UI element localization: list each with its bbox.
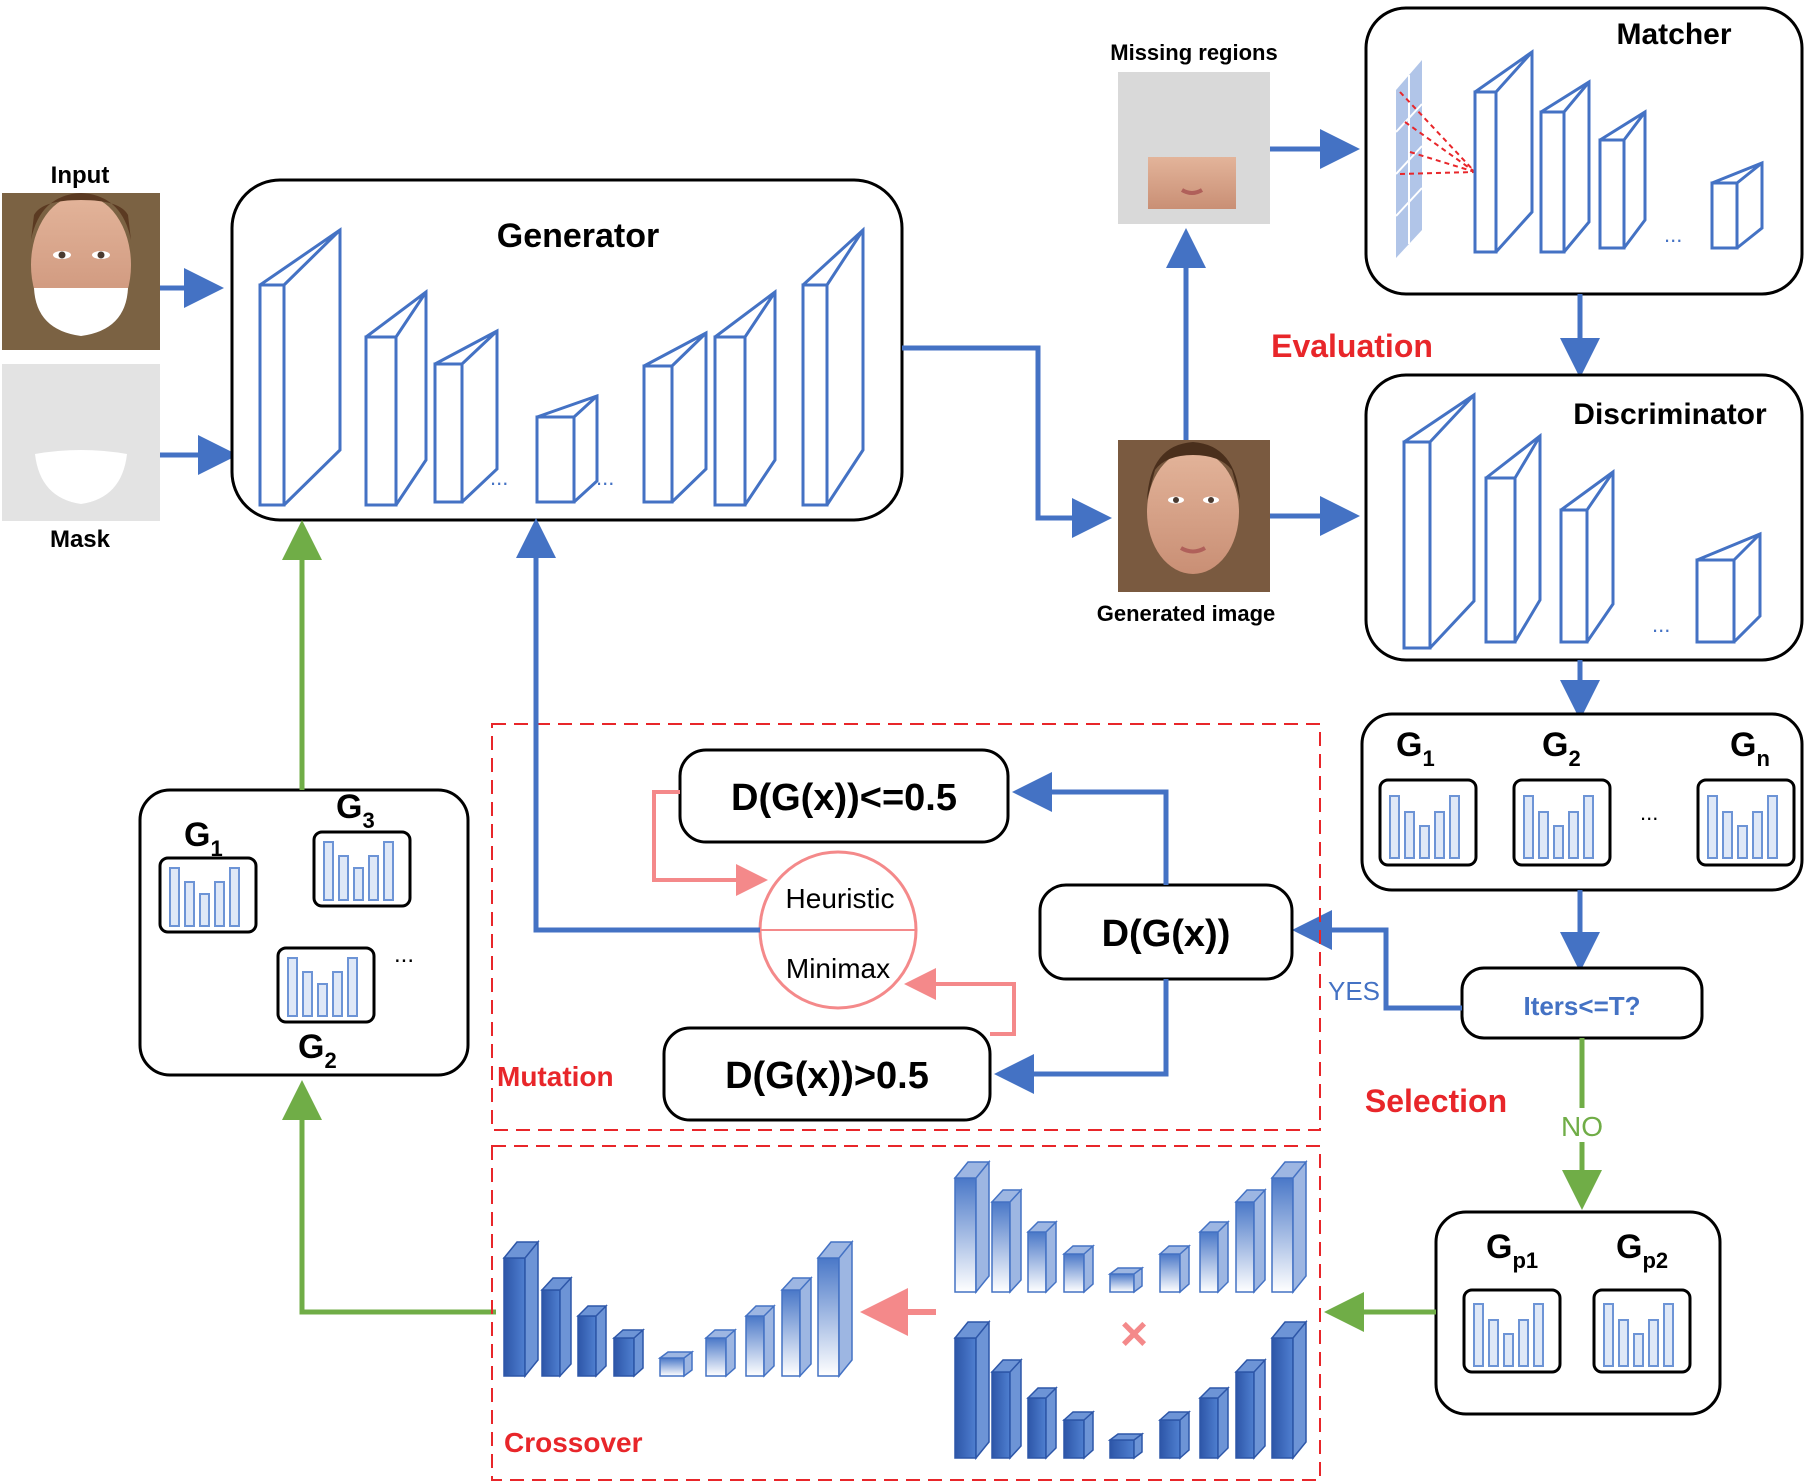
parent-2-label: Gp2 xyxy=(1616,1228,1668,1273)
input-label: Input xyxy=(51,162,110,189)
dgx-le-box xyxy=(678,748,1010,844)
crossover-cross-icon: × xyxy=(1120,1308,1148,1361)
gen-2-thumb xyxy=(1512,778,1612,867)
generator-title: Generator xyxy=(497,217,660,255)
discriminator-layers xyxy=(1402,392,1762,650)
mask-image xyxy=(2,364,160,521)
crossover-region xyxy=(491,1145,1321,1481)
yes-label: YES xyxy=(1328,976,1380,1006)
pop-g2-label: G2 xyxy=(298,1028,337,1073)
mutation-label: Mutation xyxy=(497,1061,614,1092)
discriminator-title: Discriminator xyxy=(1573,398,1767,431)
crossover-parent-1-network xyxy=(953,1159,1308,1295)
dgx-gt-box xyxy=(662,1026,992,1122)
matcher-box xyxy=(1364,6,1804,296)
gen-n-thumb xyxy=(1696,778,1796,867)
selection-label: Selection xyxy=(1365,1083,1507,1119)
gen-1-thumb xyxy=(1378,778,1478,867)
missing-regions-label: Missing regions xyxy=(1110,40,1277,65)
minimax-label: Minimax xyxy=(786,953,890,984)
dgx-label: D(G(x)) xyxy=(1102,913,1231,955)
generator-ellipsis-1: ... xyxy=(490,465,508,490)
matcher-title: Matcher xyxy=(1616,18,1731,51)
generator-layers xyxy=(258,226,865,507)
gen-1-label: G1 xyxy=(1396,726,1435,771)
crossover-label: Crossover xyxy=(504,1427,643,1458)
dgx-gt-label: D(G(x))>0.5 xyxy=(725,1055,929,1097)
gen-n-label: Gn xyxy=(1730,726,1770,771)
gen-2-label: G2 xyxy=(1542,726,1581,771)
input-face-image xyxy=(2,193,160,350)
dgx-le-label: D(G(x))<=0.5 xyxy=(731,777,957,819)
pop-ellipsis: ... xyxy=(394,941,414,968)
generated-face-image xyxy=(1118,440,1270,592)
crossover-child-network-decoder xyxy=(657,1239,854,1379)
matcher-layers xyxy=(1473,49,1764,254)
heuristic-label: Heuristic xyxy=(786,883,895,914)
discriminator-ellipsis: ... xyxy=(1652,612,1670,637)
parent-1-label: Gp1 xyxy=(1486,1228,1538,1273)
evaluation-label: Evaluation xyxy=(1271,328,1433,364)
mask-label: Mask xyxy=(50,526,111,553)
generated-image-label: Generated image xyxy=(1097,601,1276,626)
crossover-child-network xyxy=(502,1239,645,1379)
no-label: NO xyxy=(1561,1111,1603,1142)
generator-ellipsis-2: ... xyxy=(596,465,614,490)
pop-g3-label: G3 xyxy=(336,788,375,833)
parent-2-thumb xyxy=(1592,1288,1692,1374)
parent-1-thumb xyxy=(1462,1288,1562,1374)
heuristic-minimax-circle xyxy=(758,850,918,1010)
matcher-ellipsis: ... xyxy=(1664,222,1682,247)
pop-g1-label: G1 xyxy=(184,816,223,861)
missing-regions-image xyxy=(1118,72,1270,224)
gen-list-ellipsis: ... xyxy=(1640,800,1658,825)
pop-g1-thumb xyxy=(158,856,258,934)
crossover-parent-2-network xyxy=(953,1319,1308,1461)
pop-g2-thumb xyxy=(276,946,376,1024)
pop-g3-thumb xyxy=(312,830,412,908)
matcher-patch-grid xyxy=(1395,60,1476,258)
iters-label: Iters<=T? xyxy=(1523,991,1640,1021)
